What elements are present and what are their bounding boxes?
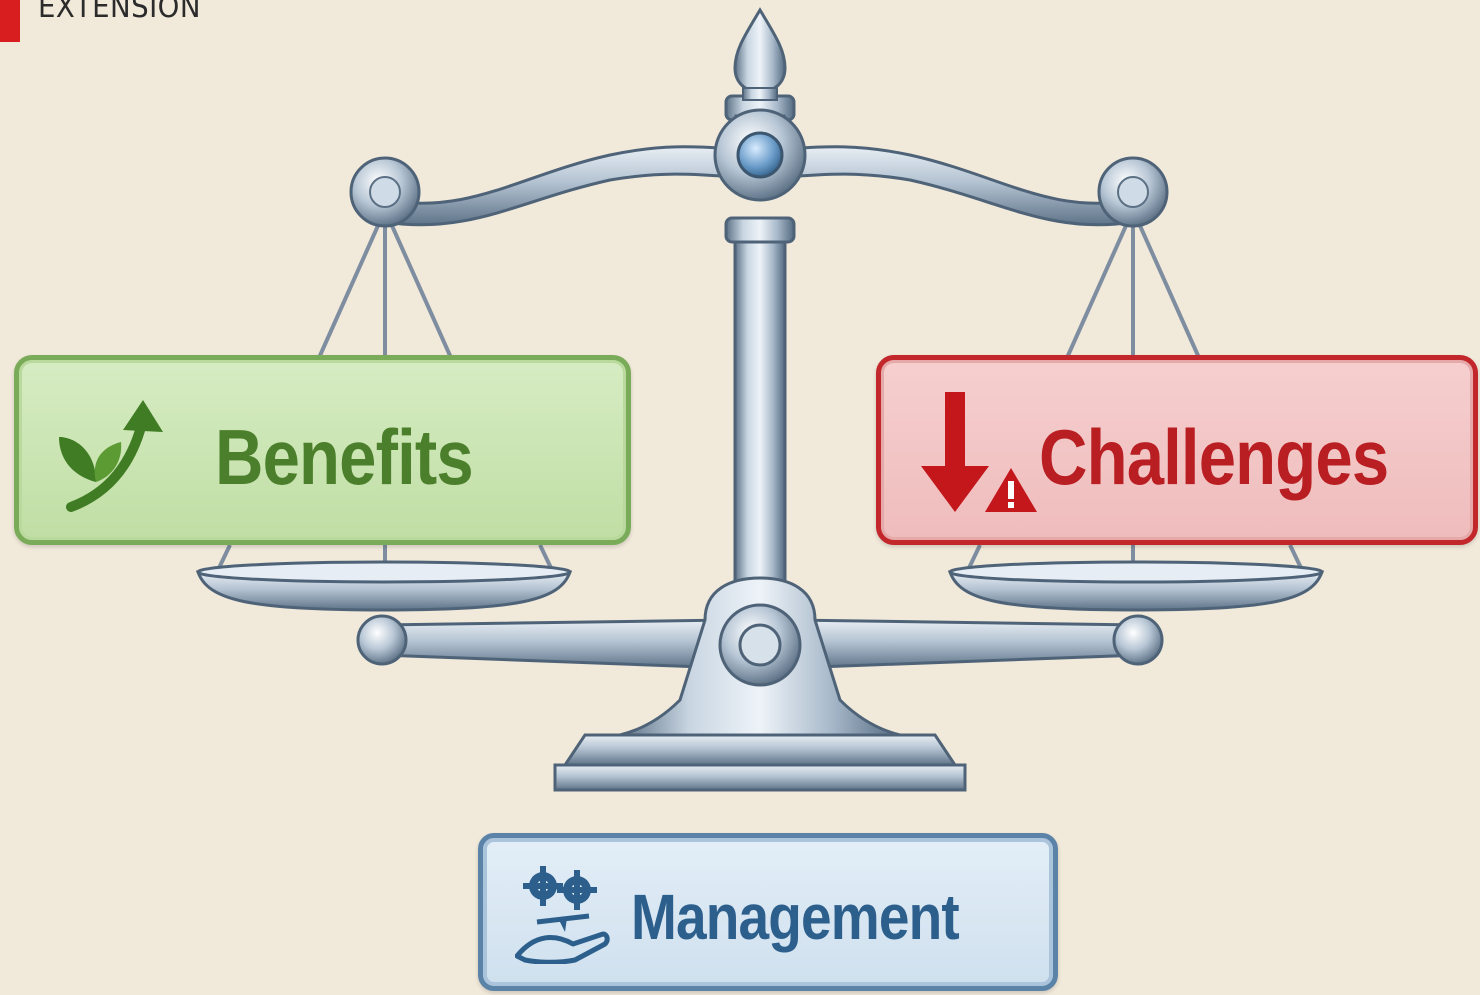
benefits-label: Benefits	[215, 413, 474, 501]
challenges-panel: Challenges	[876, 355, 1478, 545]
top-finial	[733, 7, 787, 94]
left-pan	[195, 560, 573, 612]
logo-text: EXTENSION	[38, 0, 201, 25]
gears-hand-balance-icon	[515, 866, 610, 964]
sprout-growth-arrow-icon	[59, 400, 163, 512]
down-arrow-warning-icon	[921, 392, 1037, 512]
right-pan	[947, 560, 1325, 612]
scale-base	[562, 733, 958, 767]
benefits-panel: Benefits	[14, 355, 631, 545]
right-pan-strings	[966, 209, 1304, 571]
extension-logo: EXTENSION	[0, 0, 215, 44]
left-pan-strings	[216, 209, 554, 571]
central-column	[733, 228, 787, 632]
management-label: Management	[631, 881, 960, 953]
management-panel: Management	[478, 833, 1058, 991]
challenges-label: Challenges	[1039, 413, 1389, 501]
logo-red-bar	[0, 0, 20, 42]
